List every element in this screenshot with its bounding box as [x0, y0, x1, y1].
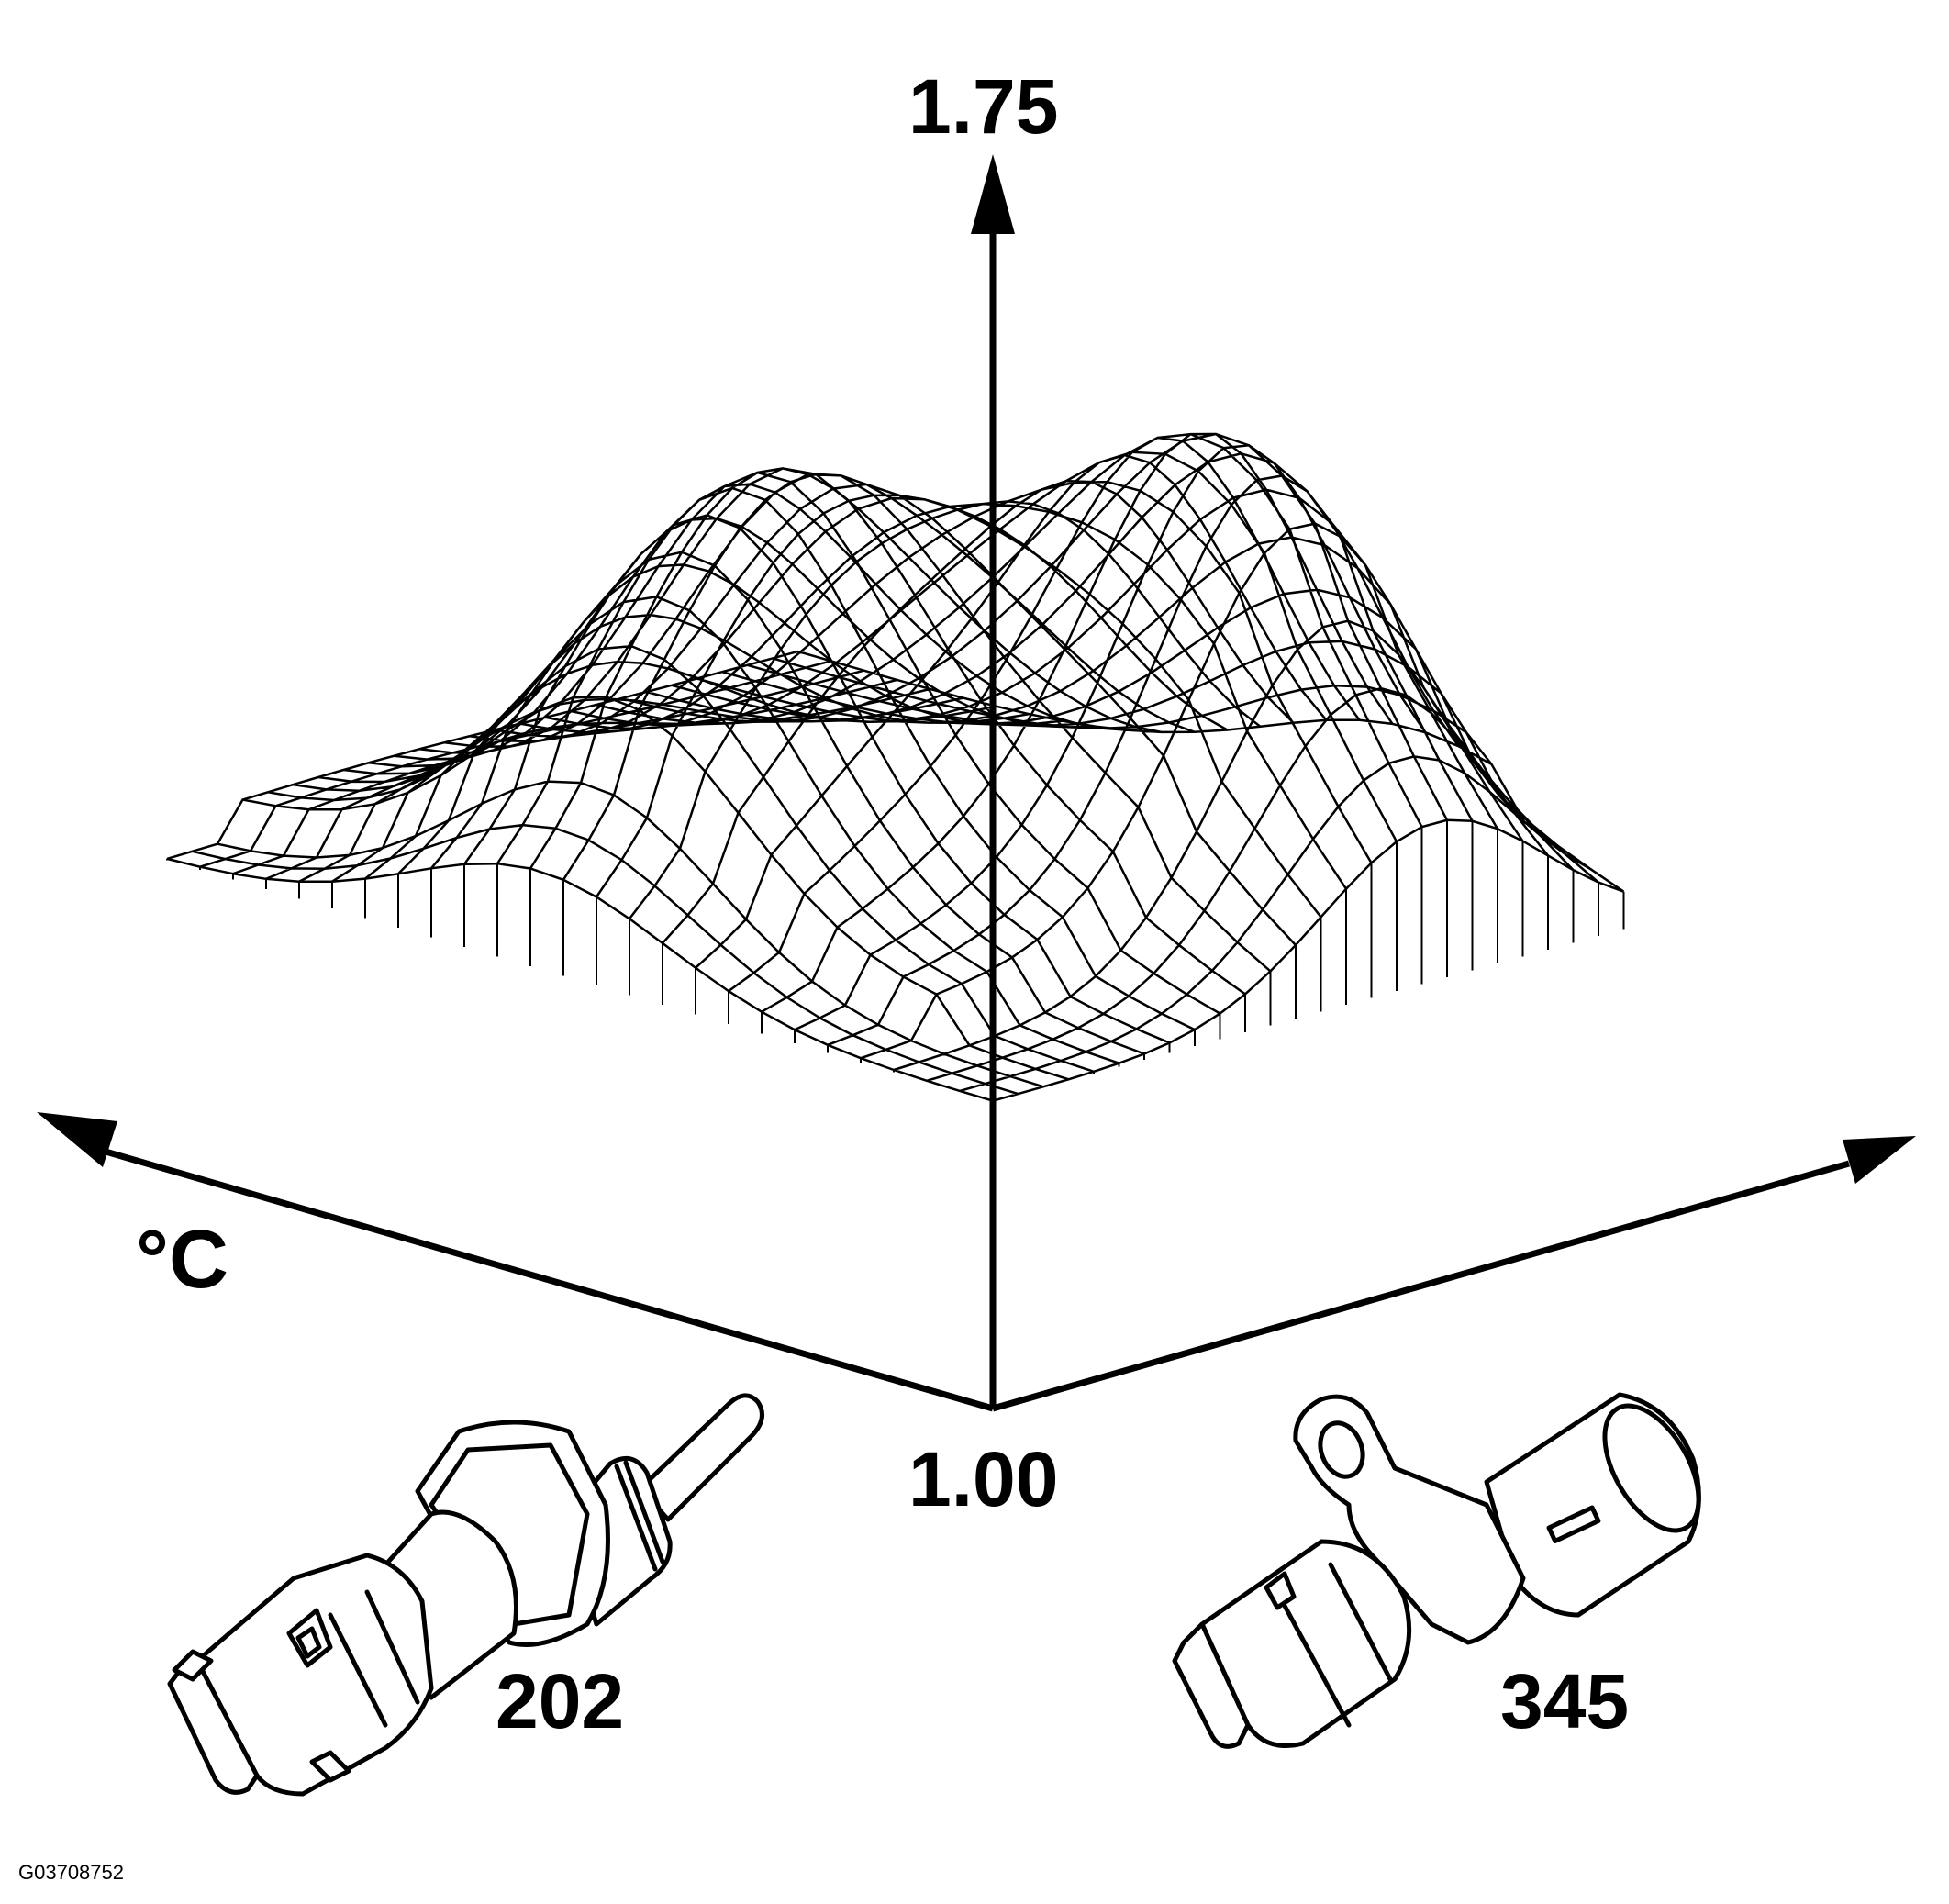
crankshaft-position-sensor-icon: [1172, 1392, 1701, 1749]
coolant-temperature-sensor-icon: [167, 1393, 764, 1797]
axes: [37, 154, 1916, 1412]
sensor-345-label: 345: [1500, 1658, 1630, 1744]
vertical-axis-max-label: 1.75: [908, 63, 1059, 150]
sensor-202-label: 202: [496, 1658, 625, 1744]
right-axis: [992, 1160, 1850, 1412]
map-surface-mesh: [166, 432, 1625, 1102]
surface-grid-lines: [166, 432, 1625, 1102]
left-axis-unit-label: °C: [136, 1214, 228, 1306]
axis-origin-label: 1.00: [908, 1436, 1059, 1522]
left-axis-arrowhead: [37, 1112, 117, 1167]
vertical-axis-arrowhead: [971, 154, 1015, 234]
right-axis-arrowhead: [1843, 1136, 1916, 1184]
left-axis: [105, 1148, 994, 1412]
figure-code: G03708752: [18, 1861, 124, 1884]
